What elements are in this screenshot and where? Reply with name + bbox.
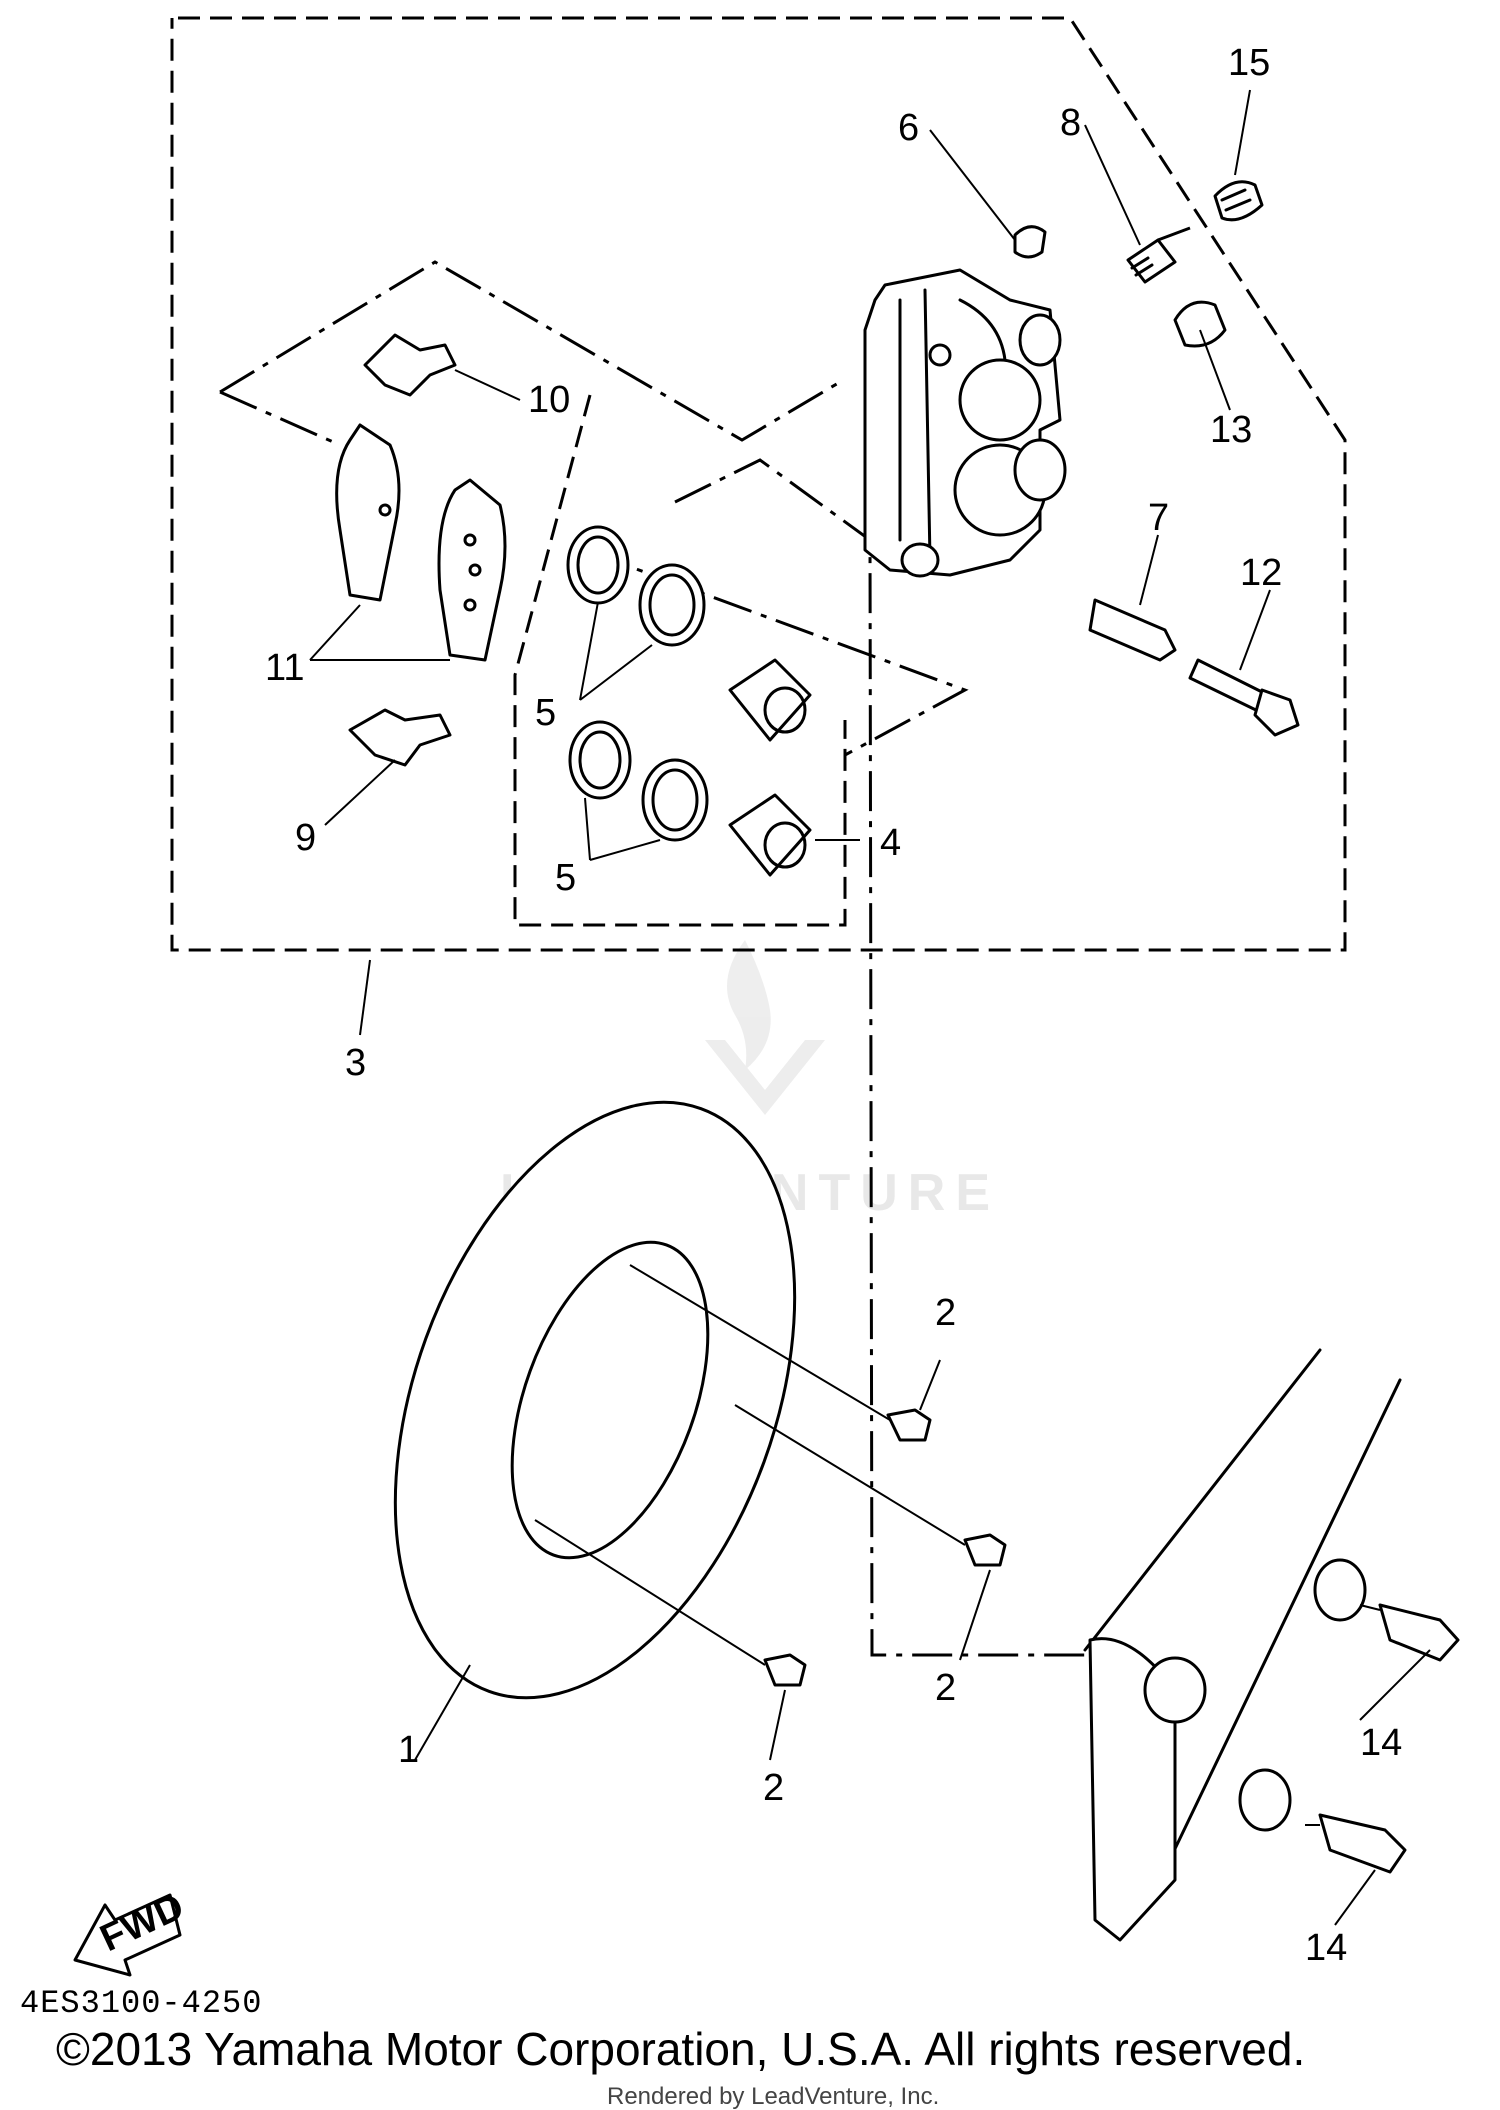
piston-guide-line [589, 550, 969, 757]
brake-pad-left [335, 423, 401, 602]
cap [1173, 300, 1227, 348]
disc-bolt-1 [886, 1408, 932, 1442]
callout-2-bottom: 2 [763, 1767, 784, 1809]
callout-4: 4 [880, 822, 901, 864]
callout-5-upper: 5 [535, 692, 556, 734]
callout-11: 11 [265, 647, 304, 689]
seal-kit-boundary [513, 394, 847, 927]
callout-14-lower: 14 [1305, 1927, 1347, 1969]
bleed-cap [1213, 180, 1264, 222]
fork-mount-bolt-1 [1378, 1603, 1460, 1662]
pistons [728, 658, 812, 877]
caliper-bolt [1188, 658, 1300, 737]
caliper-body [863, 268, 1067, 578]
fork-leg [1083, 1348, 1402, 1942]
brake-pad-right [437, 478, 507, 662]
fork-bolt-guides [1305, 1604, 1381, 1826]
forward-direction-arrow: FWD [73, 1886, 190, 1977]
bleed-screw [1126, 226, 1191, 284]
callout-8: 8 [1060, 102, 1081, 144]
rendered-by-notice: Rendered by LeadVenture, Inc. [607, 2083, 940, 2110]
callout-2-mid: 2 [935, 1667, 956, 1709]
callout-2-top: 2 [935, 1292, 956, 1334]
pad-guide-line-2 [219, 390, 341, 447]
plug [1013, 225, 1047, 259]
callout-15: 15 [1228, 42, 1270, 84]
leader-lines [309, 89, 1431, 1926]
callout-10: 10 [528, 379, 570, 421]
pad-guide-line [219, 260, 841, 442]
callout-9: 9 [295, 817, 316, 859]
piston-seals [566, 525, 709, 842]
disc-bolt-2 [963, 1533, 1007, 1567]
brake-disc [393, 1100, 797, 1700]
callout-14-upper: 14 [1360, 1722, 1402, 1764]
callout-13: 13 [1210, 409, 1252, 451]
pad-support-upper [363, 333, 457, 397]
fork-mount-bolt-2 [1318, 1813, 1407, 1874]
caliper-assembly-boundary [170, 16, 1347, 952]
diagram-code: 4ES3100-4250 [20, 1985, 263, 2022]
disc-bolt-guides [534, 1264, 966, 1666]
callout-3: 3 [345, 1042, 366, 1084]
copyright-notice: ©2013 Yamaha Motor Corporation, U.S.A. A… [56, 2023, 1306, 2075]
callout-1: 1 [398, 1729, 419, 1771]
caliper-pin [1088, 598, 1177, 662]
disc-bolt-3 [763, 1653, 807, 1687]
callout-6: 6 [898, 107, 919, 149]
callout-12: 12 [1240, 552, 1282, 594]
callout-7: 7 [1148, 497, 1169, 539]
pad-support-lower [348, 708, 452, 767]
callout-5-lower: 5 [555, 857, 576, 899]
